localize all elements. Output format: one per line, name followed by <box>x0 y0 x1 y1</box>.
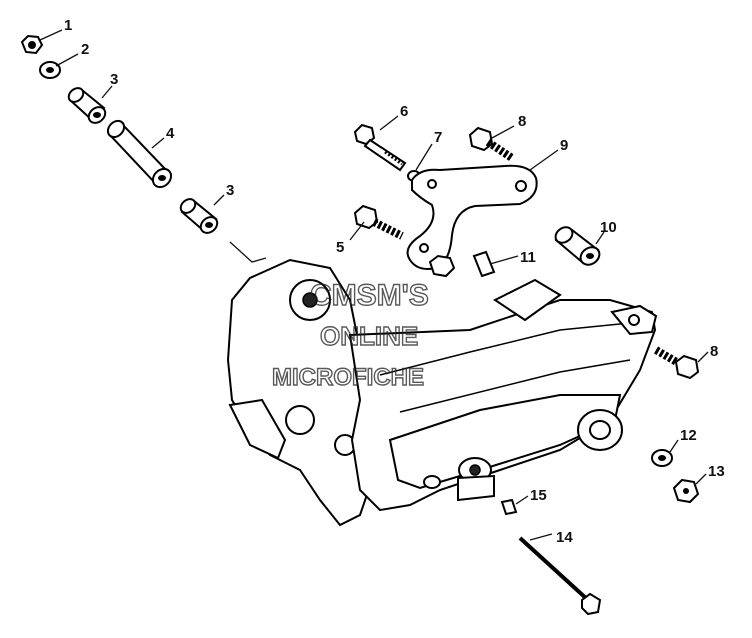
callout-8-upper: 8 <box>518 113 526 130</box>
watermark: CMSM'S ONLINE MICROFICHE <box>271 278 429 391</box>
callout-13: 13 <box>708 463 725 480</box>
part-3-collar-lower <box>179 198 219 234</box>
part-2-washer <box>39 61 61 79</box>
part-9-bracket <box>406 164 538 270</box>
callout-9: 9 <box>560 137 568 154</box>
callout-1: 1 <box>64 17 72 34</box>
callout-5: 5 <box>336 239 344 256</box>
part-13-nut <box>672 478 700 504</box>
callout-11: 11 <box>520 249 536 266</box>
part-14-long-bolt <box>518 536 602 616</box>
callout-14: 14 <box>556 529 573 546</box>
part-1-nut <box>20 34 44 55</box>
part-6-bolt <box>353 123 407 172</box>
callout-15: 15 <box>530 487 547 504</box>
part-4-sleeve <box>106 119 173 189</box>
callout-8-right: 8 <box>710 343 718 360</box>
callout-6: 6 <box>400 103 408 120</box>
part-12-washer <box>651 449 673 467</box>
part-5-bolt <box>353 204 404 240</box>
watermark-line3: MICROFICHE <box>272 364 424 391</box>
watermark-line1: CMSM'S <box>310 279 429 312</box>
callout-3-upper: 3 <box>110 71 118 88</box>
callout-10: 10 <box>600 219 617 236</box>
callout-4: 4 <box>166 125 175 142</box>
callout-numbers: 1 2 3 4 3 6 7 8 9 5 10 11 8 12 13 15 14 <box>64 17 725 546</box>
callout-2: 2 <box>81 41 89 58</box>
part-8-bolt-upper <box>468 126 515 162</box>
leader-lines <box>39 29 709 541</box>
callout-7: 7 <box>434 129 442 146</box>
part-15-collar <box>500 498 518 516</box>
watermark-line2: ONLINE <box>320 321 418 351</box>
part-11-clip <box>472 250 496 278</box>
callout-12: 12 <box>680 427 697 444</box>
part-3-collar-upper <box>67 87 107 124</box>
bracket-nut <box>428 254 456 278</box>
engine-assembly <box>226 258 658 527</box>
callout-3-lower: 3 <box>226 182 234 199</box>
part-10-collar <box>554 226 601 266</box>
part-8-bolt-right <box>653 346 700 380</box>
